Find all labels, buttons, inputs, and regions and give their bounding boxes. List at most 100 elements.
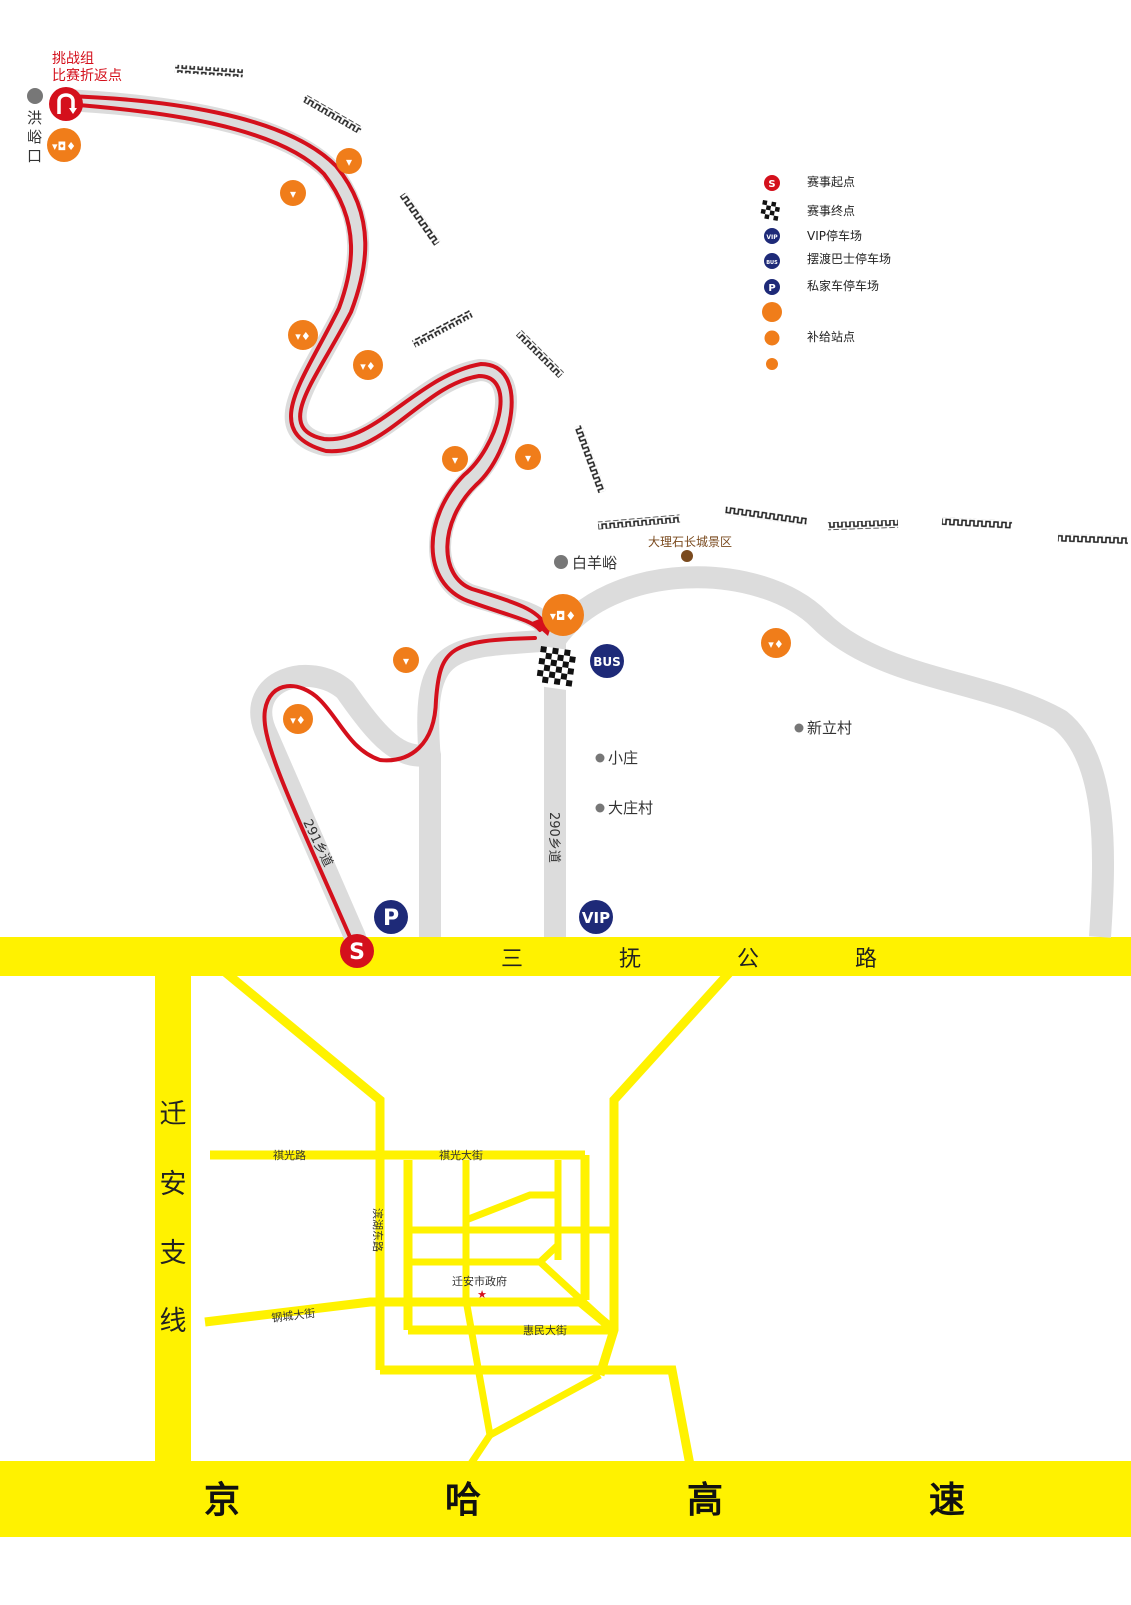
great-wall-icon <box>724 506 808 526</box>
qianan-branch-label: 迁 安 支 线 <box>160 1099 187 1337</box>
sanfu-char-1: 三 <box>501 947 523 972</box>
food-station-icon <box>283 704 313 734</box>
road-east-loop <box>545 566 1115 938</box>
scenic-dot <box>681 550 693 562</box>
village-dot <box>27 88 43 104</box>
turnaround-label-2: 比赛折返点 <box>52 68 122 84</box>
route-return <box>262 636 537 939</box>
water-station-icon <box>442 446 468 472</box>
street-qiguang-lu: 祺光路 <box>273 1148 306 1162</box>
food-station-icon <box>761 628 791 658</box>
qianan-char-3: 支 <box>160 1238 187 1269</box>
start-badge-label: S <box>349 940 365 965</box>
city-road-diagonal-left <box>222 968 385 1370</box>
supply-stations: ▾◘♦ ▾ ▾ ▾♦ ▾♦ ▾ ▾ ▾◘♦ ▾ ▾♦ ▾♦ <box>47 128 791 734</box>
city-government-star-icon: ★ <box>477 1288 487 1301</box>
great-wall-icon <box>411 309 474 348</box>
svg-text:S: S <box>768 179 775 190</box>
legend-start-icon <box>764 175 780 191</box>
jingha-expressway <box>0 1461 1131 1537</box>
street-qiguang-dajie: 祺光大街 <box>439 1148 483 1162</box>
great-wall-markers <box>174 64 1129 545</box>
jingha-char-1: 京 <box>204 1479 240 1521</box>
legend-finish-icon <box>759 200 781 221</box>
village-dot <box>554 555 568 569</box>
place-great-wall: 大理石长城景区 <box>648 535 732 549</box>
legend-supply-large-icon <box>762 302 782 322</box>
legend-vip-icon <box>764 228 780 244</box>
place-hongyukou-2: 峪 <box>27 128 42 146</box>
svg-text:▾: ▾ <box>346 155 352 169</box>
road-middle-arc <box>417 629 566 771</box>
qianan-char-2: 安 <box>160 1169 187 1200</box>
place-baiyangyu: 白羊峪 <box>572 554 617 572</box>
great-wall-icon <box>1057 533 1129 545</box>
place-hongyukou: 洪 峪 口 <box>27 109 47 165</box>
finish-flag-icon <box>535 646 577 691</box>
qianan-char-4: 线 <box>160 1306 187 1337</box>
svg-text:▾: ▾ <box>290 187 296 201</box>
great-wall-icon <box>827 519 899 531</box>
great-wall-icon <box>574 424 606 494</box>
bus-parking-icon <box>590 644 624 678</box>
jingha-char-3: 高 <box>687 1480 723 1521</box>
place-hongyukou-1: 洪 <box>27 109 42 127</box>
city-road-left-diag <box>537 1259 617 1333</box>
legend: S 赛事起点 赛事终点 VIP VIP停车场 BUS 摆渡巴士停车场 P 私家车… <box>759 174 891 370</box>
turnaround-marker: 挑战组 比赛折返点 <box>49 51 122 121</box>
turnaround-label-1: 挑战组 <box>52 51 94 67</box>
great-wall-icon <box>399 192 441 246</box>
jingha-char-4: 速 <box>929 1480 965 1521</box>
jingha-label: 京 哈 高 速 <box>204 1479 965 1521</box>
svg-text:BUS: BUS <box>766 260 778 266</box>
city-road-south-loop <box>380 1365 695 1466</box>
supply-station-icon <box>47 128 81 162</box>
great-wall-icon <box>941 517 1013 529</box>
sanfu-char-4: 路 <box>855 947 877 972</box>
route-line-b <box>63 102 542 632</box>
city-road-network <box>155 968 734 1467</box>
legend-parking-label: 私家车停车场 <box>807 278 879 293</box>
place-xinlicun: 新立村 <box>807 719 852 737</box>
svg-text:▾◘♦: ▾◘♦ <box>52 140 76 153</box>
vip-badge-label: VIP <box>582 909 610 927</box>
village-dot <box>595 753 605 763</box>
city-road-inner-1 <box>464 1191 558 1224</box>
svg-text:▾: ▾ <box>525 451 531 465</box>
food-station-icon <box>353 350 383 380</box>
svg-text:VIP: VIP <box>766 234 778 241</box>
village-dot <box>595 803 605 813</box>
great-wall-icon <box>302 94 363 134</box>
vip-parking-icon <box>579 900 613 934</box>
great-wall-icon <box>174 64 244 78</box>
svg-text:▾♦: ▾♦ <box>768 638 783 651</box>
legend-bus-label: 摆渡巴士停车场 <box>807 251 891 266</box>
city-government-label: 迁安市政府 <box>452 1274 507 1288</box>
city-road-diagonal-right <box>595 968 734 1377</box>
legend-start-label: 赛事起点 <box>807 174 855 189</box>
race-route <box>63 94 548 939</box>
legend-vip-label: VIP停车场 <box>807 228 862 243</box>
street-gangcheng: 钢城大街 <box>271 1306 316 1325</box>
sanfu-highway <box>0 937 1131 976</box>
village-dot <box>794 723 804 733</box>
jingha-char-2: 哈 <box>445 1480 481 1521</box>
svg-text:▾◘♦: ▾◘♦ <box>550 609 576 623</box>
food-station-icon <box>288 320 318 350</box>
place-xiaozhuang: 小庄 <box>608 749 638 767</box>
city-road-inner-3 <box>408 1242 561 1266</box>
private-parking-icon <box>374 900 408 934</box>
legend-supply-label: 补给站点 <box>807 330 855 344</box>
city-road-south-diag <box>462 1299 494 1467</box>
svg-text:▾♦: ▾♦ <box>360 360 375 373</box>
road-291-segment <box>250 664 441 948</box>
start-point-icon <box>340 934 374 968</box>
water-station-icon <box>336 148 362 174</box>
water-station-icon <box>280 180 306 206</box>
sanfu-road-label: 三 抚 公 路 <box>501 947 877 972</box>
legend-supply-small-icon <box>766 358 778 370</box>
route-line-a <box>63 94 548 628</box>
p-badge-label: P <box>383 906 399 931</box>
bus-badge-label: BUS <box>593 655 621 669</box>
